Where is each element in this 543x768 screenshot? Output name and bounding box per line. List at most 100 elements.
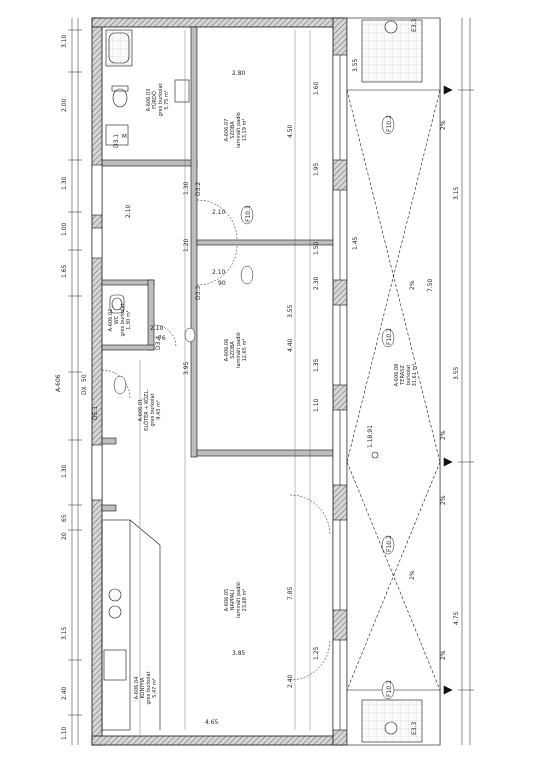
room-desc: gres burkolat [158,83,164,116]
room-desc: gres burkolat [146,671,152,704]
room-id: A-606.02 [108,309,114,332]
dim-right: 3.55 [453,366,460,380]
window-tag: F10.2 [386,328,393,345]
room-desc: gres burkolat [150,393,156,426]
room-desc: laminált padló [235,582,242,618]
door-label: D3.2 [195,182,202,196]
door-tag: 1.30 [183,181,190,195]
misc-labels: M DX 50 [81,134,127,395]
room-area: 23,68 m² [242,589,248,612]
door-label: D3.3 [195,286,202,300]
window-tag: F10.2 [386,535,393,552]
dim-right: 4.75 [453,611,460,625]
room-name: TERASZ [400,365,406,386]
dim-inner: 4.40 [287,338,294,352]
dim-right: 1.45 [352,236,359,250]
room-area: 5,47 m² [152,678,158,698]
room-id: A-606.03 [146,89,152,112]
room-desc: gres burkolat [120,303,126,336]
room-name: KONYHA [140,677,146,698]
slope-mark: 2% [440,495,447,505]
dim-left: 1.65 [61,264,68,278]
right-dimension-labels: 3.55 3.15 1.45 7.50 3.55 4.75 [352,58,460,625]
room-name: FÜRDŐ [151,91,158,109]
room-area: 31,61 m² [412,364,418,387]
room-id: A-606.01 [138,399,144,422]
dim-inner: 1.10 [313,398,320,412]
terrace [346,17,453,746]
slope-mark: 2% [409,570,416,580]
room-area: 12,65 m² [242,339,248,362]
slope-marks: 2% 2% 2% 2% 2% 2% [409,120,447,660]
dx-value: 50 [81,374,88,382]
door-tag-labels: 2.10 2.10 90 76 2.10 1.20 2.10 1.30 3.95 [125,181,226,375]
door-label-texts: D3.1 D3.2 D3.3 D3.4 D5.1 [92,134,202,420]
section-label: E3.3 [411,721,418,735]
door-tag: 3.95 [183,361,190,375]
kitchen-counter [101,519,161,731]
room-area: 5,75 m² [164,90,170,110]
room-id: A-606.06 [224,339,230,362]
room-hall: A-606.01 ELŐTÉR + KÖZL. gres burkolat 9,… [138,389,162,431]
window-tag: F10.2 [386,680,393,697]
meter-label: M [122,134,127,140]
dim-left: 2.40 [61,686,68,700]
dim-left: A-606 [55,374,62,392]
door-label: D5.1 [92,406,99,420]
room-area: 9,43 m² [156,400,162,420]
section-label: E3.3 [411,18,418,32]
room-name: SZOBA [230,121,236,139]
room-labels: A-606.03 FÜRDŐ gres burkolat 5,75 m² A-6… [108,83,418,704]
room-wc: A-606.02 WC gres burkolat 1,30 m² [108,303,132,336]
bathroom-fixtures [105,29,190,314]
room-id: A-606.08 [394,364,400,387]
room-area: 13,19 m² [242,119,248,142]
dim-inner: 1.95 [313,162,320,176]
dim-inner: 2.30 [313,276,320,290]
section-label-texts: E3.3 E3.3 1.18,91 [367,18,418,735]
dim-right: 3.55 [352,58,359,72]
room-bedroom-2: A-606.06 SZOBA laminált padló 12,65 m² [224,332,248,368]
dim-inner: 4.50 [287,124,294,138]
dim-left: 1.10 [61,726,68,740]
room-desc: laminált padló [235,112,242,148]
dim-left: 65 [61,514,68,522]
slope-mark: 2% [409,280,416,290]
dim-inner: 3.85 [232,650,246,657]
room-name: ELŐTÉR + KÖZL. [142,389,150,431]
room-area: 1,30 m² [126,310,132,330]
room-bedroom-1: A-606.07 SZOBA laminált padló 13,19 m² [224,112,248,148]
dim-left: 3.15 [61,626,68,640]
room-name: SZOBA [230,341,236,359]
dx-label: DX [81,386,88,395]
dim-inner: 3.55 [287,304,294,318]
room-id: A-606.07 [224,119,230,142]
door-label: D3.1 [113,134,120,148]
door-label: D3.4 [155,336,162,350]
windows [91,54,348,731]
door-tag: 2.10 [212,209,226,216]
window-tag: F10.1 [245,205,252,222]
room-terrace: A-606.08 TERASZ burkolat 31,61 m² [394,364,418,387]
dim-left: 1.30 [61,176,68,190]
dim-inner: 1.25 [313,646,320,660]
door-tag: 1.20 [183,238,190,252]
slope-mark: 2% [440,430,447,440]
room-living: A-606.05 NAPPALI laminált padló 23,68 m² [224,582,248,618]
dim-left: 1.00 [61,222,68,236]
room-desc: laminált padló [235,332,242,368]
room-name: WC [114,315,120,324]
room-name: NAPPALI [230,590,236,611]
window-tag-bubbles [113,115,395,700]
dim-left: 1.30 [61,464,68,478]
room-bathroom: A-606.03 FÜRDŐ gres burkolat 5,75 m² [146,83,170,116]
door-tag: 2.10 [125,204,132,218]
window-tag: F10.2 [386,115,393,132]
room-desc: burkolat [406,365,412,386]
room-id: A-606.04 [134,677,140,700]
slope-mark: 2% [440,650,447,660]
section-label: 1.18,91 [367,425,374,448]
door-tag: 2.10 [150,325,164,332]
dim-inner: 2.40 [287,674,294,688]
